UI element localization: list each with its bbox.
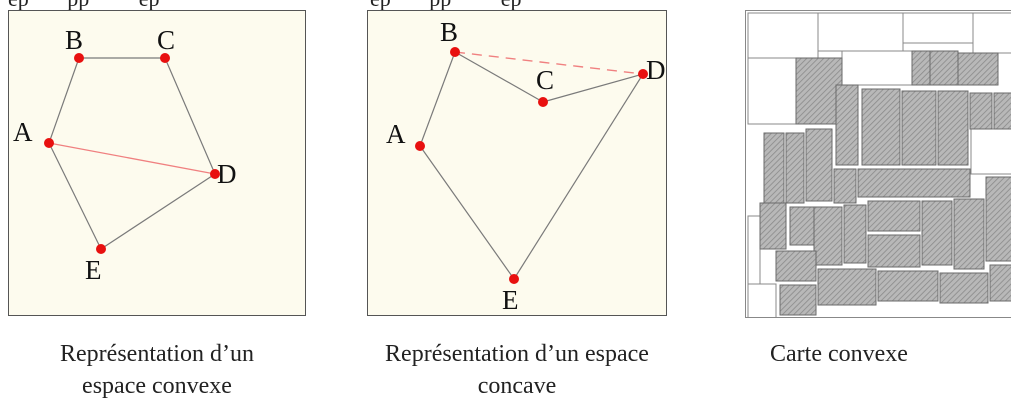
map-parcel bbox=[902, 12, 974, 44]
map-parcel bbox=[972, 12, 1011, 54]
map-block bbox=[857, 168, 971, 198]
convex-svg: A B C D E bbox=[13, 25, 237, 285]
label-D: D bbox=[217, 159, 237, 189]
map-block bbox=[789, 206, 815, 246]
map-parcel bbox=[747, 57, 797, 125]
point-A bbox=[44, 138, 54, 148]
map-block bbox=[877, 270, 939, 302]
map-block bbox=[775, 250, 817, 282]
map-block bbox=[985, 176, 1011, 262]
point-C bbox=[160, 53, 170, 63]
concave-caption-line1: Représentation d’un espace bbox=[385, 341, 649, 367]
map-parcel bbox=[747, 12, 819, 59]
map-block bbox=[779, 284, 817, 316]
map-block bbox=[921, 200, 953, 266]
convex-caption-line2: espace convexe bbox=[82, 373, 232, 399]
edge-CD bbox=[542, 73, 644, 103]
label-A: A bbox=[386, 119, 406, 149]
map-parcel bbox=[841, 50, 913, 86]
map-block bbox=[795, 57, 843, 125]
edge-BC bbox=[454, 51, 544, 103]
map-block bbox=[993, 92, 1011, 130]
map-block bbox=[843, 204, 867, 264]
concave-space-diagram: A B C D E bbox=[367, 10, 667, 316]
label-B: B bbox=[440, 17, 458, 47]
map-block bbox=[817, 268, 877, 306]
edge-EA bbox=[48, 142, 102, 250]
edge-AB bbox=[419, 51, 456, 147]
label-A: A bbox=[13, 117, 33, 147]
map-block bbox=[969, 92, 993, 130]
label-E: E bbox=[85, 255, 102, 285]
edge-CD bbox=[164, 57, 216, 175]
concave-caption-line2: concave bbox=[477, 373, 557, 399]
map-parcel bbox=[817, 12, 904, 52]
edge-DE bbox=[100, 173, 216, 250]
point-D bbox=[638, 69, 648, 79]
map-block bbox=[911, 50, 931, 86]
concave-svg: A B C D E bbox=[386, 17, 666, 315]
map-block bbox=[785, 132, 805, 204]
map-block bbox=[937, 90, 969, 166]
top-text-fragment-middle: ep pp ep bbox=[370, 0, 522, 12]
map-caption: Carte convexe bbox=[770, 338, 1011, 370]
label-C: C bbox=[536, 65, 554, 95]
point-A bbox=[415, 141, 425, 151]
map-block bbox=[861, 88, 901, 166]
map-caption-text: Carte convexe bbox=[770, 341, 908, 367]
point-E bbox=[96, 244, 106, 254]
map-parcel bbox=[747, 215, 761, 285]
map-block bbox=[833, 168, 857, 204]
dashed-diagonal-BD bbox=[454, 51, 644, 75]
convex-map-svg bbox=[747, 12, 1011, 317]
edge-DE bbox=[513, 73, 644, 280]
map-block bbox=[939, 272, 989, 304]
convex-caption-line1: Représentation d’un bbox=[60, 341, 254, 367]
convex-map bbox=[745, 10, 1011, 318]
label-D: D bbox=[646, 55, 666, 85]
convex-space-diagram: A B C D E bbox=[8, 10, 306, 316]
map-block bbox=[989, 264, 1011, 302]
map-block bbox=[835, 84, 859, 166]
map-block bbox=[763, 132, 785, 204]
map-block bbox=[929, 50, 959, 86]
point-B bbox=[450, 47, 460, 57]
map-block bbox=[759, 202, 787, 250]
map-block bbox=[867, 234, 921, 268]
map-block bbox=[867, 200, 921, 232]
edge-EA bbox=[419, 145, 515, 280]
diagonal-AD bbox=[48, 142, 216, 175]
map-block bbox=[957, 52, 999, 86]
label-C: C bbox=[157, 25, 175, 55]
map-block bbox=[813, 206, 843, 266]
map-block bbox=[901, 90, 937, 166]
point-B bbox=[74, 53, 84, 63]
map-block bbox=[953, 198, 985, 270]
point-E bbox=[509, 274, 519, 284]
label-B: B bbox=[65, 25, 83, 55]
map-parcel bbox=[970, 128, 1011, 175]
convex-caption: Représentation d’un espace convexe bbox=[8, 338, 306, 402]
label-E: E bbox=[502, 285, 519, 315]
point-D bbox=[210, 169, 220, 179]
concave-caption: Représentation d’un espace concave bbox=[352, 338, 682, 402]
map-block bbox=[805, 128, 833, 202]
top-text-fragment-left: ep pp ep bbox=[8, 0, 160, 12]
point-C bbox=[538, 97, 548, 107]
map-parcel bbox=[747, 283, 777, 317]
edge-AB bbox=[48, 57, 80, 144]
